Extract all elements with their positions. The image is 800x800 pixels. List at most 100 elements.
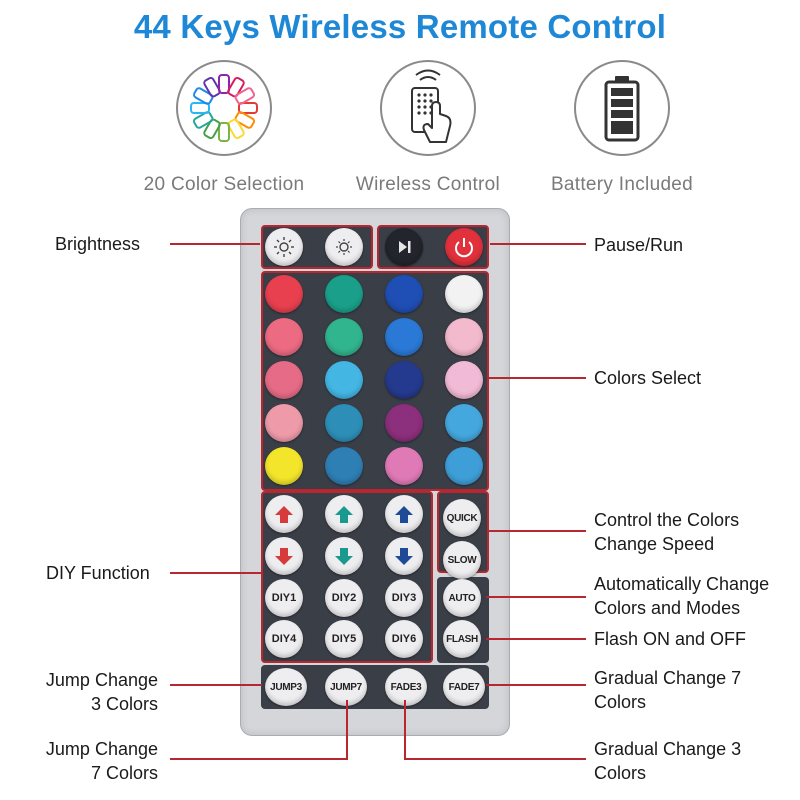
callout-fade3: Gradual Change 3 Colors <box>594 737 741 785</box>
feature-label: Battery Included <box>550 174 694 195</box>
color-wheel-segment <box>227 118 245 139</box>
diy-button-4[interactable]: DIY4 <box>265 620 303 658</box>
feature-wireless-control: Wireless Control <box>328 60 528 200</box>
callout-jump3: Jump Change 3 Colors <box>10 668 158 716</box>
callout-speed-line1: Control the Colors <box>594 510 740 530</box>
callout-speed-line2: Change Speed <box>594 534 715 554</box>
fade3-button[interactable]: FADE3 <box>385 668 427 706</box>
diy-button-6[interactable]: DIY6 <box>385 620 423 658</box>
diy-button-5[interactable]: DIY5 <box>325 620 363 658</box>
color-button[interactable] <box>325 447 363 485</box>
color-wheel-segment <box>218 74 230 94</box>
callout-jump7-line2: 7 Colors <box>90 763 158 783</box>
diy-button-1[interactable]: DIY1 <box>265 579 303 617</box>
speed-line <box>488 530 586 532</box>
red-down-button[interactable] <box>265 537 303 575</box>
jump3-line <box>170 684 262 686</box>
color-button[interactable] <box>385 447 423 485</box>
red-up-button[interactable] <box>265 495 303 533</box>
color-button[interactable] <box>445 447 483 485</box>
auto-line <box>486 596 586 598</box>
color-button[interactable] <box>325 404 363 442</box>
flash-button[interactable]: FLASH <box>443 620 481 658</box>
callout-jump7-line1: Jump Change <box>45 739 158 759</box>
color-wheel-segment <box>203 118 221 139</box>
color-button[interactable] <box>445 318 483 356</box>
fade3-line <box>404 758 586 760</box>
color-wheel-segment <box>190 102 210 114</box>
color-wheel-segment <box>234 111 255 129</box>
color-wheel-segment <box>218 122 230 142</box>
diy-line <box>170 572 262 574</box>
quick-button[interactable]: QUICK <box>443 499 481 537</box>
jump3-button[interactable]: JUMP3 <box>265 668 307 706</box>
power-button[interactable] <box>445 228 483 266</box>
arrow-down-icon <box>395 548 413 565</box>
blue-down-button[interactable] <box>385 537 423 575</box>
fade7-line <box>486 684 586 686</box>
callout-auto: Automatically Change Colors and Modes <box>594 572 769 620</box>
diy-button-3[interactable]: DIY3 <box>385 579 423 617</box>
feature-label: 20 Color Selection <box>143 174 305 195</box>
color-wheel-segment <box>234 87 255 105</box>
callout-colors-select: Colors Select <box>594 368 702 388</box>
brightness-line <box>170 243 260 245</box>
callout-jump3-line2: 3 Colors <box>90 694 158 714</box>
fade3-line-vertical <box>404 700 406 758</box>
color-wheel-segment <box>227 77 245 98</box>
callout-speed: Control the Colors Change Speed <box>594 508 739 556</box>
green-up-button[interactable] <box>325 495 363 533</box>
color-button[interactable] <box>265 318 303 356</box>
color-button[interactable] <box>385 404 423 442</box>
slow-button[interactable]: SLOW <box>443 541 481 579</box>
callout-jump3-line1: Jump Change <box>45 670 158 690</box>
callout-flash: Flash ON and OFF <box>594 629 747 649</box>
jump7-button[interactable]: JUMP7 <box>325 668 367 706</box>
color-button[interactable] <box>265 361 303 399</box>
colors-select-line <box>488 377 586 379</box>
brightness-up-button[interactable] <box>265 228 303 266</box>
feature-color-selection: 20 Color Selection <box>124 60 324 200</box>
auto-button[interactable]: AUTO <box>443 579 481 617</box>
color-button[interactable] <box>385 275 423 313</box>
blue-up-button[interactable] <box>385 495 423 533</box>
diy-button-2[interactable]: DIY2 <box>325 579 363 617</box>
callout-fade3-line2: Colors <box>594 763 647 783</box>
color-button[interactable] <box>265 275 303 313</box>
sun-icon <box>274 237 294 257</box>
feature-battery: Battery Included <box>522 60 722 200</box>
callout-fade3-line1: Gradual Change 3 <box>594 739 742 759</box>
color-button[interactable] <box>385 318 423 356</box>
battery-icon <box>574 60 670 156</box>
callout-pause-run: Pause/Run <box>594 235 684 255</box>
color-wheel-icon <box>176 60 272 156</box>
feature-label: Wireless Control <box>355 174 501 195</box>
color-button[interactable] <box>265 404 303 442</box>
color-wheel-segment <box>238 102 258 114</box>
color-button[interactable] <box>445 404 483 442</box>
color-button[interactable] <box>265 447 303 485</box>
brightness-down-button[interactable] <box>325 228 363 266</box>
flash-line <box>486 638 586 640</box>
arrow-down-icon <box>335 548 353 565</box>
arrow-up-icon <box>335 506 353 523</box>
sun-outline-icon <box>336 239 352 255</box>
page-title: 44 Keys Wireless Remote Control <box>133 8 667 45</box>
color-button[interactable] <box>325 275 363 313</box>
color-button[interactable] <box>445 275 483 313</box>
fade7-button[interactable]: FADE7 <box>443 668 485 706</box>
callout-auto-line2: Colors and Modes <box>594 598 741 618</box>
jump7-line-vertical <box>346 700 348 758</box>
color-button[interactable] <box>385 361 423 399</box>
play-pause-button[interactable] <box>385 228 423 266</box>
callout-auto-line1: Automatically Change <box>594 574 770 594</box>
color-button[interactable] <box>445 361 483 399</box>
callout-jump7: Jump Change 7 Colors <box>10 737 158 785</box>
color-wheel-segment <box>193 87 214 105</box>
color-wheel-segment <box>203 77 221 98</box>
callout-diy: DIY Function <box>46 563 150 583</box>
green-down-button[interactable] <box>325 537 363 575</box>
color-button[interactable] <box>325 361 363 399</box>
color-button[interactable] <box>325 318 363 356</box>
